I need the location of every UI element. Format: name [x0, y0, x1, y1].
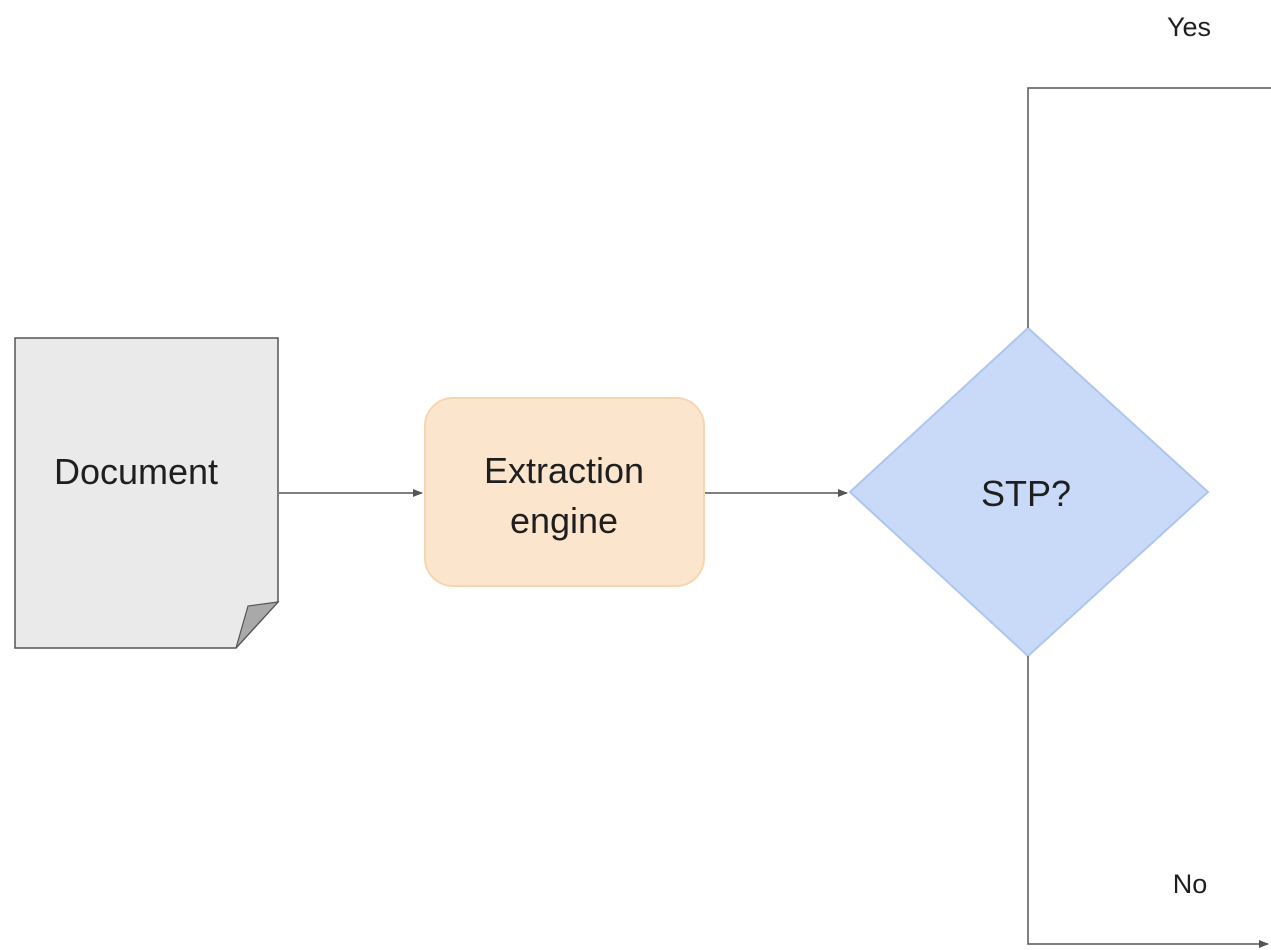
document-folded-corner: [235, 601, 280, 649]
extraction-engine-shape: [424, 397, 705, 587]
edge-yes-branch: [1027, 87, 1271, 328]
edge-no-branch: [1027, 656, 1269, 948]
stp-decision-label: STP?: [981, 473, 1071, 514]
yes-label: Yes: [1167, 12, 1211, 42]
extraction-engine-node: Extraction engine: [424, 397, 705, 587]
no-label: No: [1173, 869, 1208, 899]
document-shape: [14, 337, 279, 649]
extraction-engine-label-line2: engine: [510, 500, 618, 541]
document-node: Document: [14, 337, 280, 649]
document-label: Document: [54, 451, 218, 492]
stp-decision-node: STP?: [848, 326, 1210, 658]
extraction-engine-label-line1: Extraction: [484, 450, 644, 491]
